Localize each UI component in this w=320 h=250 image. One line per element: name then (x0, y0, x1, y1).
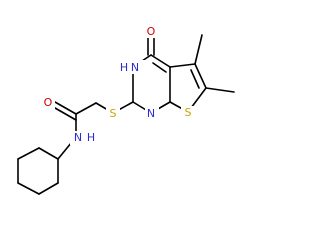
atom-label-n1: N (147, 107, 155, 120)
bond-cyhex-3-4 (17, 182, 40, 195)
bond-c4-c4a-inner (152, 62, 167, 73)
atom-label-n3: N (131, 61, 139, 74)
bond-amide-o-double-a (54, 101, 77, 115)
atom-o-ring: O (144, 24, 158, 38)
atom-label-s-ring: S (185, 106, 192, 119)
atom-nh-ring: H N (116, 60, 146, 74)
bond-c4a-c5 (169, 63, 196, 68)
atom-n1: N (145, 107, 159, 120)
atom-label-h-amide: H (87, 131, 95, 144)
bond-c5-c6-inner (190, 69, 200, 89)
atom-s-ring: S (181, 106, 195, 120)
molecule-structure-diagram: O H N N S S O N H (17, 24, 235, 195)
bond-c6-methyl (205, 87, 235, 93)
bond-cyhex-2-3 (38, 182, 59, 195)
bond-cyhex-5-6 (17, 147, 40, 160)
bond-c5-c6 (194, 63, 207, 89)
atom-labels: O H N N S S O N H (41, 24, 195, 145)
bond-cyhex-6-1 (38, 147, 59, 160)
bond-c4-c4a (150, 54, 171, 68)
atom-label-s-thioether: S (110, 107, 117, 120)
atom-o-amide: O (41, 96, 55, 110)
atom-label-h3: H (120, 61, 128, 74)
atom-s-thioether: S (106, 107, 120, 121)
bond-c5-methyl (194, 34, 203, 65)
atom-label-o-ring: O (147, 25, 156, 38)
bond-lines (17, 34, 235, 195)
bond-amide-o-double-b (54, 107, 77, 121)
atom-label-o-amide: O (44, 96, 53, 109)
bond-ch2-carbonyl (75, 102, 97, 115)
atom-label-n-amide: N (74, 131, 82, 144)
atom-nh-amide: N H (70, 131, 100, 145)
